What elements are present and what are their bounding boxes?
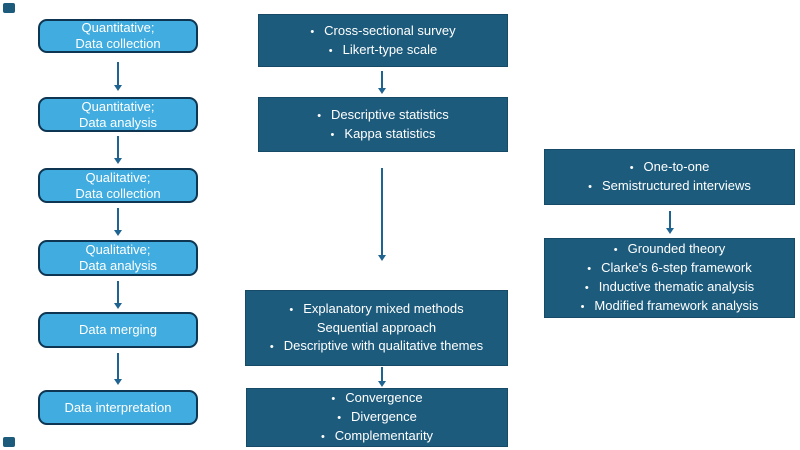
bullet-icon: •	[330, 128, 335, 141]
box-line: • Convergence	[253, 389, 501, 408]
box-line-text: Inductive thematic analysis	[598, 279, 755, 294]
box-line-text: Kappa statistics	[344, 125, 436, 141]
box-line: Sequential approach	[252, 319, 501, 337]
box-line: • Clarke's 6-step framework	[551, 259, 788, 278]
arrow-down-icon	[113, 208, 123, 236]
box-line: • Grounded theory	[551, 240, 788, 259]
method-box-descriptive-statistics: • Descriptive statistics • Kappa statistic…	[258, 97, 508, 152]
box-line: Data analysis	[78, 258, 158, 273]
box-line-text: Modified framework analysis	[594, 298, 759, 313]
flow-box-data-merging: Data merging	[38, 312, 198, 348]
box-line: • One-to-one	[551, 158, 788, 177]
box-line-text: Descriptive with qualitative themes	[283, 338, 484, 353]
bullet-icon: •	[328, 44, 333, 57]
box-line-text: Divergence	[351, 409, 417, 424]
bullet-icon: •	[317, 109, 322, 122]
bullet-icon: •	[320, 431, 325, 443]
arrow-down-icon	[113, 281, 123, 309]
box-line-text: One-to-one	[643, 159, 710, 174]
box-line: • Descriptive statistics	[265, 106, 501, 125]
box-line: Qualitative;	[85, 242, 151, 257]
box-line-text: Likert-type scale	[342, 41, 438, 57]
method-box-qualitative-analysis-methods: • Grounded theory • Clarke's 6-step framew…	[544, 238, 795, 318]
box-line: • Descriptive with qualitative themes	[252, 337, 501, 356]
flow-box-qualitative-data-analysis: Qualitative; Data analysis	[38, 240, 198, 276]
flow-box-quantitative-data-analysis: Quantitative; Data analysis	[38, 97, 198, 132]
box-line-text: Cross-sectional survey	[324, 22, 456, 38]
bullet-icon: •	[588, 181, 593, 193]
box-line: • Modified framework analysis	[551, 297, 788, 316]
method-box-interviews: • One-to-one • Semistructured interviews	[544, 149, 795, 205]
box-line: • Complementarity	[253, 427, 501, 446]
bullet-icon: •	[613, 244, 618, 256]
box-line: Data interpretation	[64, 399, 172, 415]
bullet-icon: •	[580, 301, 585, 313]
arrow-down-icon	[377, 168, 387, 261]
box-line-text: Explanatory mixed methods	[303, 301, 464, 316]
method-box-integration-outcomes: •Convergence •Divergence •Complementarit…	[246, 388, 508, 447]
box-line: • Likert-type scale	[265, 41, 501, 60]
corner-decoration-icon	[3, 437, 15, 447]
bullet-icon: •	[289, 304, 294, 316]
box-line: Data collection	[75, 185, 161, 201]
bullet-icon: •	[269, 341, 274, 353]
bullet-icon: •	[584, 282, 589, 294]
bullet-icon: •	[337, 412, 342, 424]
arrow-down-icon	[377, 71, 387, 94]
flow-box-qualitative-data-collection: Qualitative; Data collection	[38, 168, 198, 203]
flow-box-data-interpretation: Data interpretation	[38, 390, 198, 425]
box-line-text: Descriptive statistics	[331, 106, 449, 122]
arrow-down-icon	[113, 136, 123, 164]
box-line-text: Semistructured interviews	[602, 178, 751, 193]
box-line-text: Sequential approach	[316, 320, 437, 335]
arrow-down-icon	[113, 353, 123, 385]
box-line-text: Clarke's 6-step framework	[601, 260, 752, 275]
method-box-survey: • Cross-sectional survey • Likert-type sca…	[258, 14, 508, 67]
box-line: • Explanatory mixed methods	[252, 300, 501, 319]
flow-box-quantitative-data-collection: Quantitative; Data collection	[38, 19, 198, 53]
bullet-icon: •	[587, 263, 592, 275]
box-line-text: Grounded theory	[627, 241, 726, 256]
box-line: Qualitative;	[85, 169, 151, 185]
box-line: Data analysis	[78, 114, 158, 130]
box-line: Quantitative;	[81, 98, 155, 114]
box-line: • Divergence	[253, 408, 501, 427]
box-line: Data merging	[78, 322, 158, 337]
corner-decoration-icon	[3, 3, 15, 13]
box-line: • Inductive thematic analysis	[551, 278, 788, 297]
box-line-text: Convergence	[345, 390, 423, 405]
box-line: Data collection	[75, 36, 161, 51]
box-line-text: Complementarity	[334, 428, 434, 443]
box-line: • Semistructured interviews	[551, 177, 788, 196]
arrow-down-icon	[665, 211, 675, 234]
arrow-down-icon	[113, 62, 123, 91]
box-line: • Kappa statistics	[265, 125, 501, 144]
bullet-icon: •	[331, 393, 336, 405]
box-line: Quantitative;	[81, 20, 155, 35]
bullet-icon: •	[310, 25, 315, 38]
box-line: • Cross-sectional survey	[265, 22, 501, 41]
method-box-mixed-methods: • Explanatory mixed methods Sequential ap…	[245, 290, 508, 366]
bullet-icon: •	[629, 162, 634, 174]
arrow-down-icon	[377, 367, 387, 387]
